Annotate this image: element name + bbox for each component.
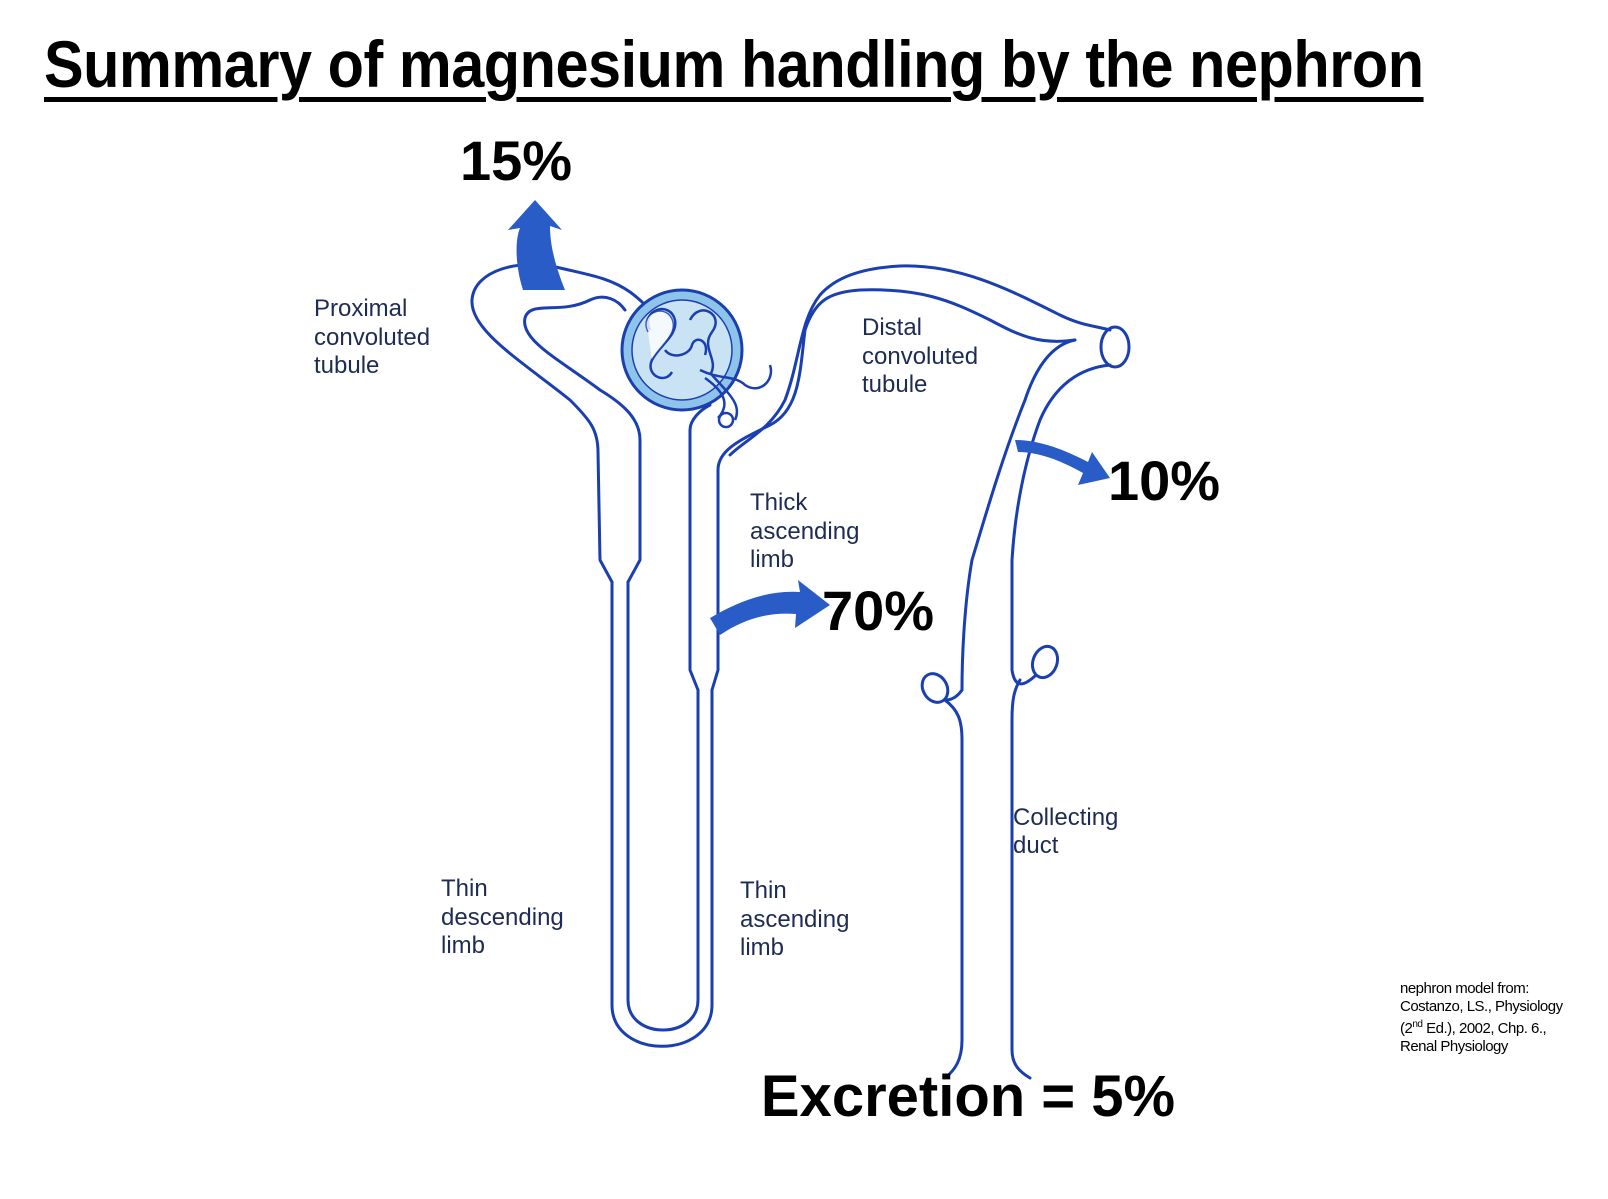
credit-line3-end: Ed.), 2002, Chp. 6., [1422, 1020, 1547, 1037]
label-proximal-line3: tubule [314, 352, 379, 379]
source-credit: nephron model from: Costanzo, LS., Physi… [1400, 980, 1600, 1056]
proximal-percent: 15% [460, 129, 572, 192]
label-thin-desc-line2: descending [441, 904, 564, 931]
thick-ascending-arrow [710, 580, 830, 635]
credit-line4: Renal Physiology [1400, 1038, 1508, 1055]
excretion-label: Excretion = 5% [761, 1064, 1175, 1129]
label-thick-line3: limb [750, 546, 794, 573]
label-thin-asc-line3: limb [740, 934, 784, 961]
label-thin-descending: Thin descending limb [441, 875, 564, 959]
distal-percent: 10% [1108, 449, 1220, 512]
credit-line3: (2nd Ed.), 2002, Chp. 6., [1400, 1016, 1600, 1038]
label-thin-ascending: Thin ascending limb [740, 877, 849, 961]
label-collecting: Collecting duct [1013, 804, 1118, 859]
label-thick-ascending: Thick ascending limb [750, 489, 859, 573]
nephron-outline [470, 263, 1131, 1080]
label-distal-line3: tubule [862, 371, 927, 398]
proximal-arrow [508, 200, 565, 290]
label-thick-line2: ascending [750, 518, 859, 545]
reabsorption-arrows [508, 200, 1110, 635]
label-collecting-line2: duct [1013, 832, 1059, 859]
label-thin-desc-line1: Thin [441, 875, 488, 902]
credit-line3-start: (2 [1400, 1020, 1413, 1037]
credit-line1: nephron model from: [1400, 980, 1529, 997]
thick-ascending-percent: 70% [822, 579, 934, 642]
label-collecting-line1: Collecting [1013, 804, 1118, 831]
label-proximal: Proximal convoluted tubule [314, 295, 430, 379]
distal-arrow [1015, 440, 1110, 485]
label-distal-line1: Distal [862, 314, 922, 341]
credit-line2: Costanzo, LS., Physiology [1400, 998, 1563, 1015]
label-thin-asc-line1: Thin [740, 877, 787, 904]
label-thick-line1: Thick [750, 489, 808, 516]
label-thin-asc-line2: ascending [740, 906, 849, 933]
page-title: Summary of magnesium handling by the nep… [44, 27, 1424, 101]
label-distal: Distal convoluted tubule [862, 314, 978, 398]
label-thin-desc-line3: limb [441, 932, 485, 959]
label-proximal-line2: convoluted [314, 324, 430, 351]
glomerulus [620, 288, 773, 429]
label-distal-line2: convoluted [862, 343, 978, 370]
label-proximal-line1: Proximal [314, 295, 407, 322]
credit-line3-sup: nd [1412, 1019, 1423, 1030]
